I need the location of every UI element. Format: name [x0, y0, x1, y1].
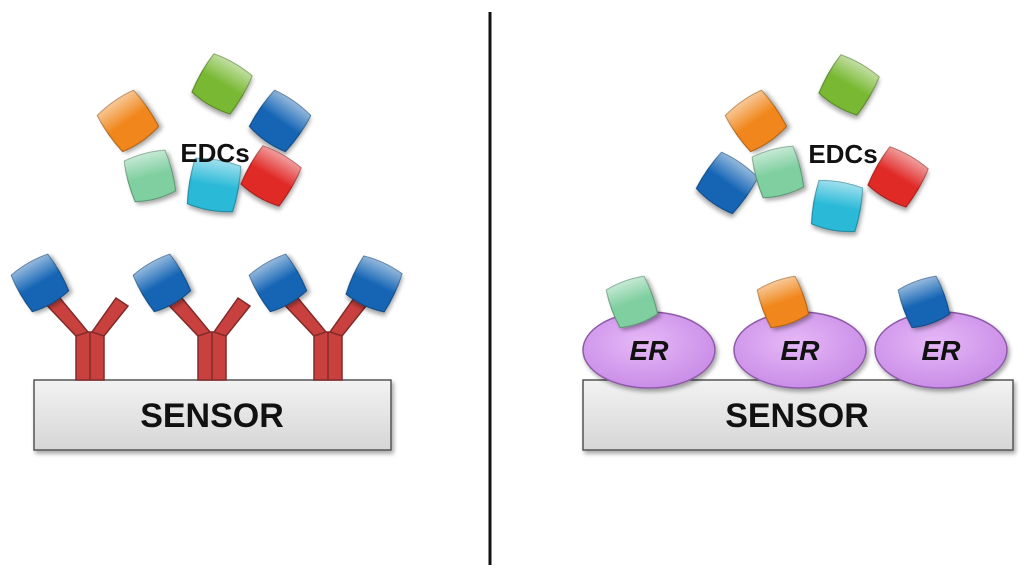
- left-edc-cluster: [96, 53, 312, 213]
- left-sensor-label: SENSOR: [140, 397, 284, 435]
- er-label: ER: [630, 335, 670, 366]
- left-antibodies: [10, 253, 403, 381]
- right-edc-label: EDCs: [808, 139, 877, 169]
- right-panel: SENSOR ER ER ER EDCs: [582, 54, 1014, 451]
- antibody: [132, 253, 252, 381]
- right-edc-blue: [695, 151, 759, 215]
- right-edc-cyan: [811, 180, 863, 233]
- er-bound-edc-mint: [605, 275, 659, 329]
- antibody-bound-edc: [132, 253, 192, 313]
- left-edc-green: [191, 53, 253, 115]
- er-receptor: ER: [582, 275, 716, 389]
- er-receptor: ER: [874, 275, 1008, 389]
- left-edc-cyan: [186, 157, 242, 213]
- antibody-bound-edc: [345, 255, 403, 313]
- right-sensor-label: SENSOR: [725, 397, 869, 435]
- right-edc-red: [867, 146, 929, 208]
- right-edc-cluster: [695, 54, 929, 233]
- er-receptor: ER: [733, 275, 867, 389]
- er-label: ER: [781, 335, 821, 366]
- antibody-bound-edc: [10, 253, 70, 313]
- er-bound-edc-orange: [756, 275, 810, 329]
- left-edc-red: [240, 145, 302, 207]
- left-edc-blue: [248, 89, 312, 153]
- er-label: ER: [922, 335, 962, 366]
- right-edc-orange: [724, 89, 788, 153]
- er-bound-edc-blue: [897, 275, 951, 329]
- antibody-bound-edc: [248, 253, 308, 313]
- right-sensor: SENSOR: [582, 379, 1014, 451]
- antibody: [248, 253, 403, 381]
- left-panel: SENSOR EDCs: [10, 53, 403, 451]
- left-sensor: SENSOR: [33, 379, 392, 451]
- left-edc-label: EDCs: [180, 138, 249, 168]
- antibody: [10, 253, 130, 381]
- left-edc-orange: [96, 89, 160, 153]
- right-edc-green: [818, 54, 880, 116]
- right-edc-mint: [751, 145, 805, 199]
- left-edc-mint: [123, 149, 177, 203]
- right-er-receptors: ER ER ER: [582, 275, 1008, 389]
